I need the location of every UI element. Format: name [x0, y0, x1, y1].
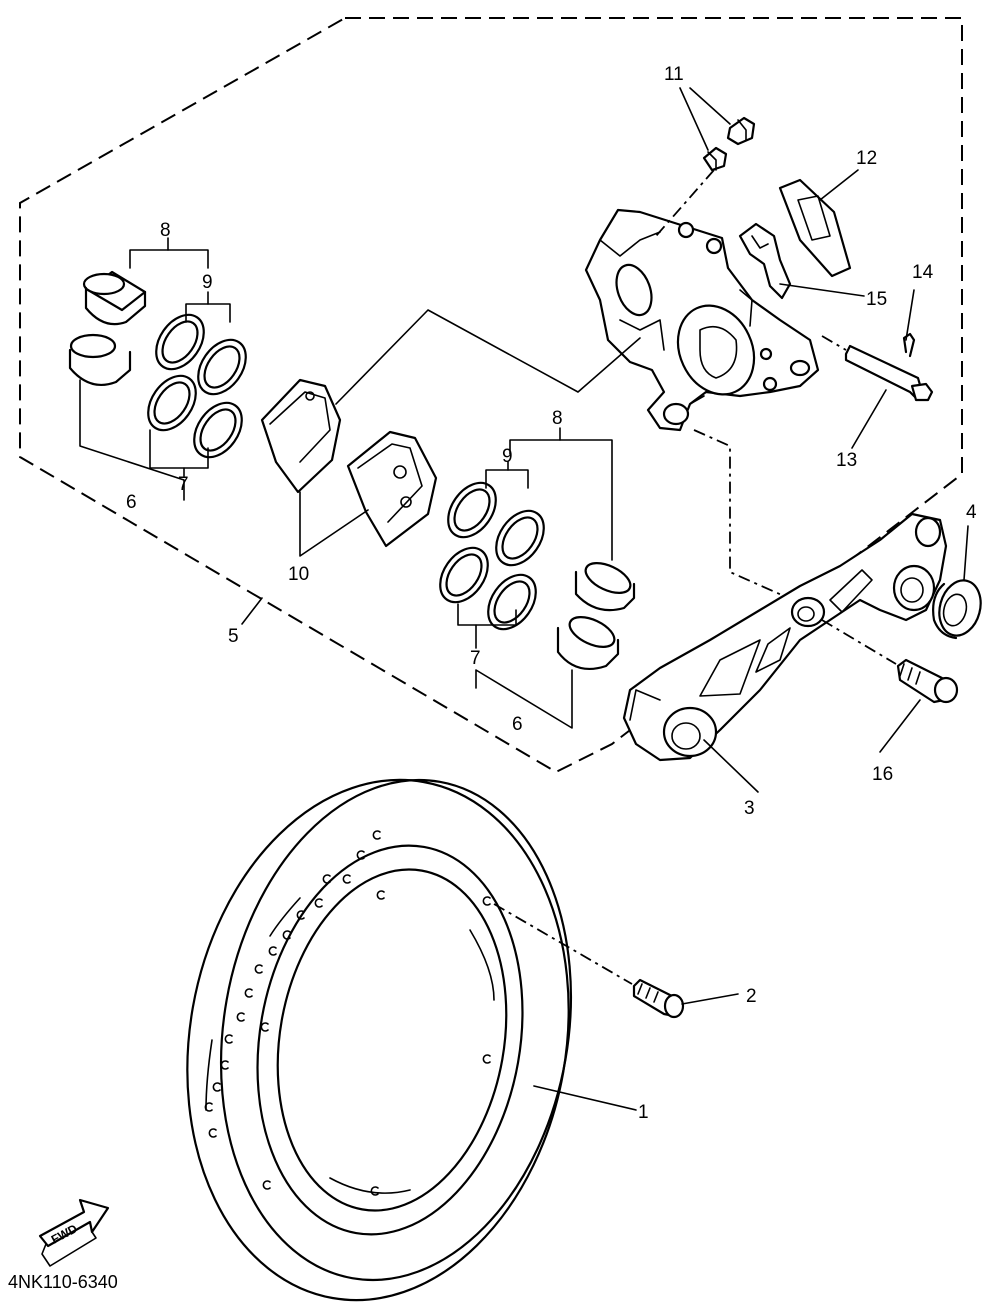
caliper-body [584, 208, 820, 432]
callout-16: 16 [872, 764, 893, 785]
caliper-assembly-boundary [19, 17, 963, 774]
callout-10: 10 [288, 564, 309, 585]
fwd-arrow-icon: FWD [38, 1198, 110, 1267]
callout-11: 11 [664, 64, 684, 85]
right-piston-lower [556, 616, 620, 670]
callout-13: 13 [836, 450, 857, 471]
callout-14: 14 [912, 262, 934, 283]
left-pistons-group [68, 237, 247, 501]
callout-2: 2 [746, 986, 757, 1007]
disc-bolt [493, 903, 685, 1019]
callout-6-left: 6 [126, 492, 137, 513]
callout-7-left: 7 [178, 474, 189, 495]
callout-8-left: 8 [160, 220, 171, 241]
callout-8-right: 8 [552, 408, 563, 429]
callout-15: 15 [866, 289, 887, 310]
diagram-code: 4NK110-6340 [8, 1272, 118, 1292]
callout-7-right: 7 [470, 648, 481, 669]
bracket-bolt [821, 619, 959, 704]
brake-pads [260, 378, 438, 557]
right-piston-upper [574, 562, 636, 612]
callout-9-right: 9 [502, 446, 513, 467]
callout-labels: 1 2 3 4 5 6 6 7 7 8 8 9 9 10 11 12 13 14… [126, 64, 977, 1123]
pad-support-plate [738, 222, 792, 300]
callout-9-left: 9 [202, 272, 213, 293]
disc-holes [204, 830, 491, 1196]
collar [932, 579, 982, 640]
callout-12: 12 [856, 148, 877, 169]
right-pistons-group [439, 427, 636, 729]
left-piston-upper [82, 270, 147, 326]
brake-disc [186, 778, 573, 1302]
pad-pin [821, 335, 934, 402]
callout-6-right: 6 [512, 714, 523, 735]
right-seals [439, 481, 545, 631]
bleed-screw [655, 116, 756, 237]
leader-lines [241, 87, 969, 1111]
callout-1: 1 [638, 1102, 649, 1123]
callout-4: 4 [966, 502, 977, 523]
caliper-bracket [622, 512, 948, 762]
callout-5: 5 [228, 626, 239, 647]
left-piston-lower [68, 333, 132, 386]
callout-3: 3 [744, 798, 755, 819]
pad-spring [778, 178, 852, 278]
pin-clip [902, 332, 916, 358]
left-seals [147, 313, 247, 459]
